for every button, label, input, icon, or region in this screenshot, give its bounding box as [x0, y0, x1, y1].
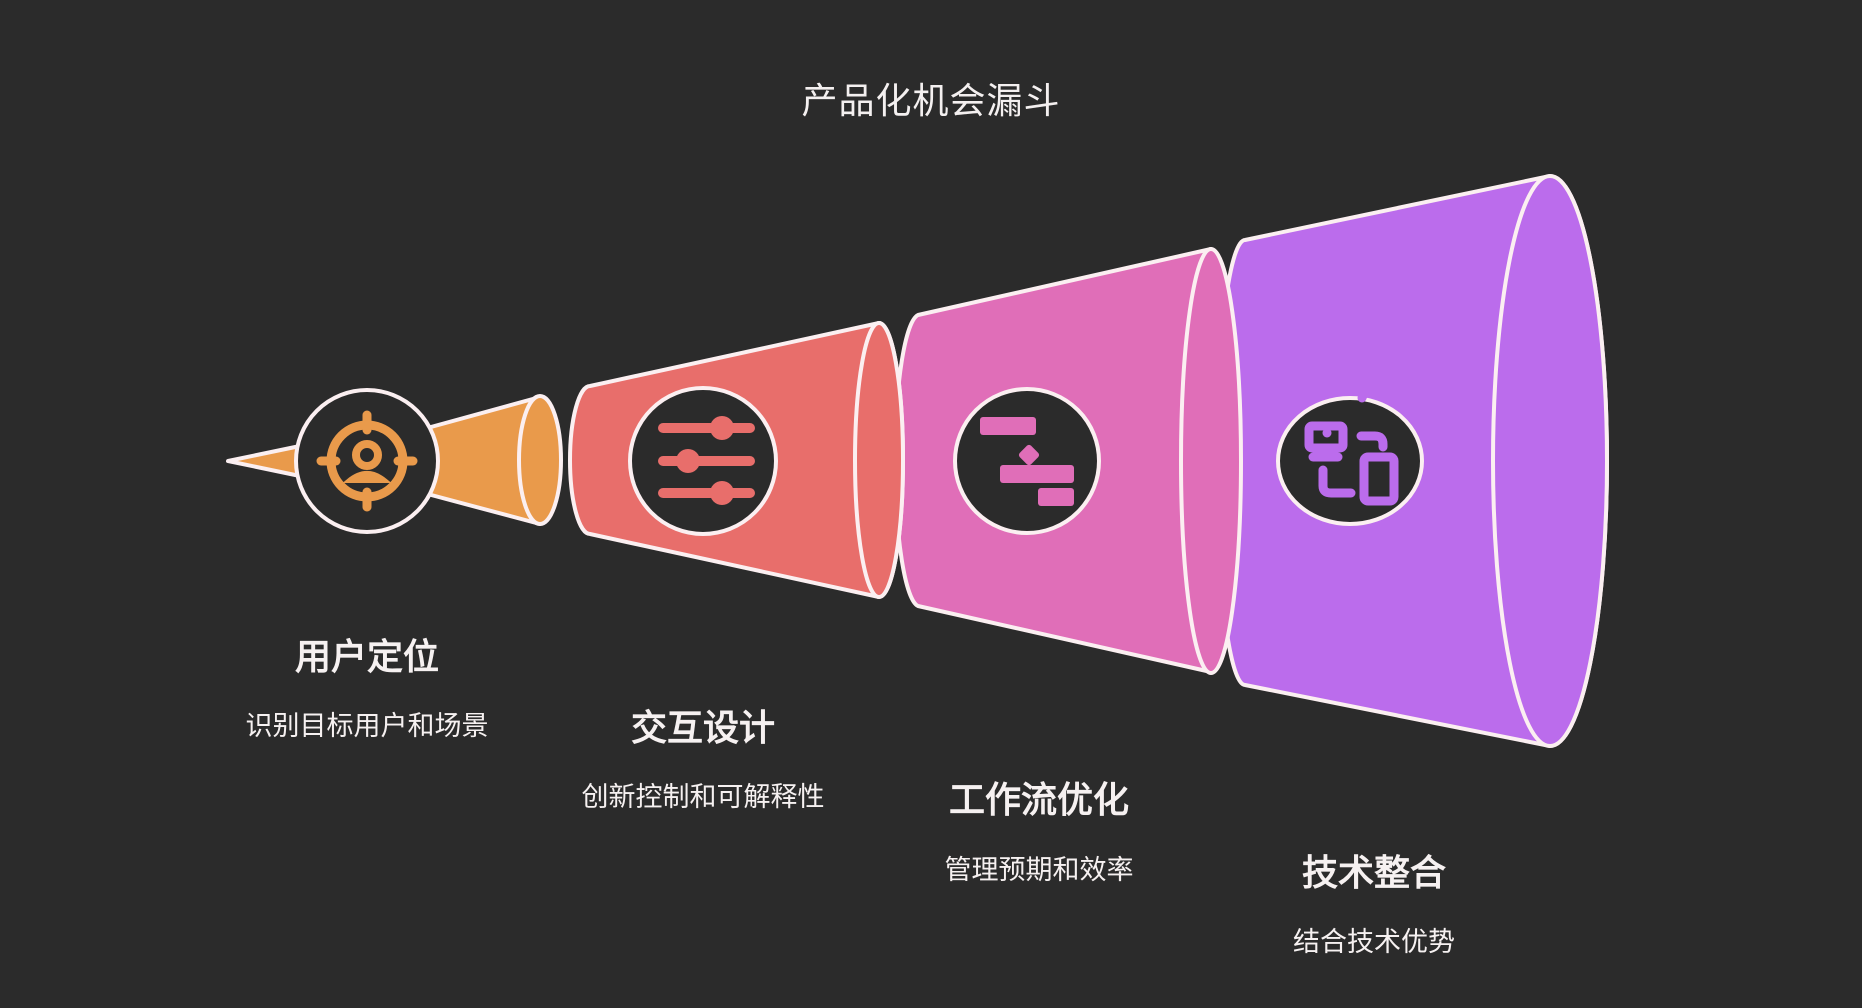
stage-3-desc: 管理预期和效率: [944, 855, 1134, 886]
stage-4-title: 技术整合: [1301, 853, 1447, 894]
stage-1-desc: 识别目标用户和场景: [245, 711, 489, 742]
stage-1-title: 用户定位: [294, 637, 440, 678]
stage-3-title: 工作流优化: [948, 780, 1130, 821]
gantt-workflow-icon: [980, 417, 1074, 506]
sliders-icon: [658, 416, 755, 505]
target-user-icon: [316, 410, 418, 512]
stage-4-icon-circle: [1276, 396, 1424, 526]
stage-1-icon-circle: [294, 388, 440, 534]
stage-2-title: 交互设计: [630, 708, 776, 749]
funnel-segment-1: [226, 394, 563, 526]
device-sync-icon: [1304, 391, 1399, 506]
diagram-title: 产品化机会漏斗: [801, 81, 1061, 122]
stage-4-desc: 结合技术优势: [1293, 927, 1455, 958]
stage-2-desc: 创新控制和可解释性: [581, 782, 825, 813]
